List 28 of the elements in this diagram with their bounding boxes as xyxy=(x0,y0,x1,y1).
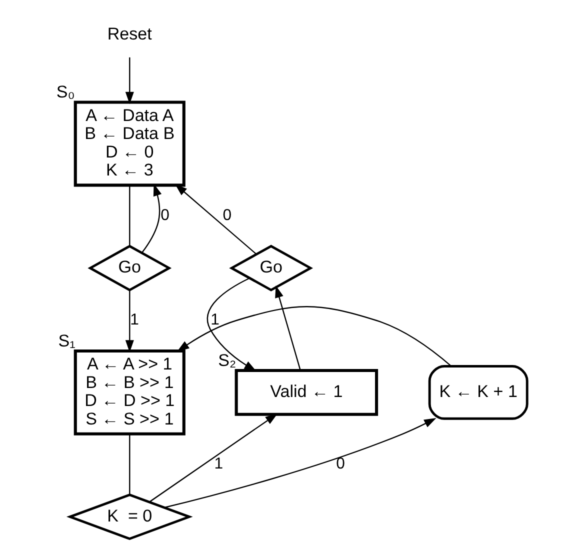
node-text: Reset xyxy=(106,24,152,44)
node-box: Valid ← 1 xyxy=(234,368,378,416)
connector xyxy=(128,434,130,495)
edge-label: 1 xyxy=(210,312,219,329)
node-diamond: Go xyxy=(87,244,172,292)
edge-label: 1 xyxy=(130,312,138,329)
node-label: S₂ xyxy=(218,350,236,370)
edge-label: 0 xyxy=(222,206,232,224)
node-label: S₁ xyxy=(58,331,75,350)
arrow xyxy=(206,278,256,372)
arrow xyxy=(164,418,436,508)
node-box: A ← A >> 1 B ← B >> 1 D ← D >> 1 S ← S >> 1 xyxy=(73,349,185,436)
edge-label: 1 xyxy=(214,456,223,473)
node-label: S₀ xyxy=(56,82,74,102)
connector xyxy=(128,185,130,246)
edge-label: 0 xyxy=(160,206,169,224)
node-box: K ← K + 1 xyxy=(428,365,528,420)
node-diamond: Go xyxy=(228,244,313,292)
arrow xyxy=(274,286,300,370)
arrow xyxy=(124,57,134,104)
arrow xyxy=(148,414,278,503)
arrow xyxy=(124,290,134,352)
arrow xyxy=(174,184,256,255)
arrow xyxy=(141,184,162,253)
edge-label: 0 xyxy=(336,456,344,473)
arrow xyxy=(176,306,452,367)
node-box: A ← Data A B ← Data B D ← 0 K ← 3 xyxy=(73,100,185,187)
node-diamond: K = 0 xyxy=(66,494,192,540)
